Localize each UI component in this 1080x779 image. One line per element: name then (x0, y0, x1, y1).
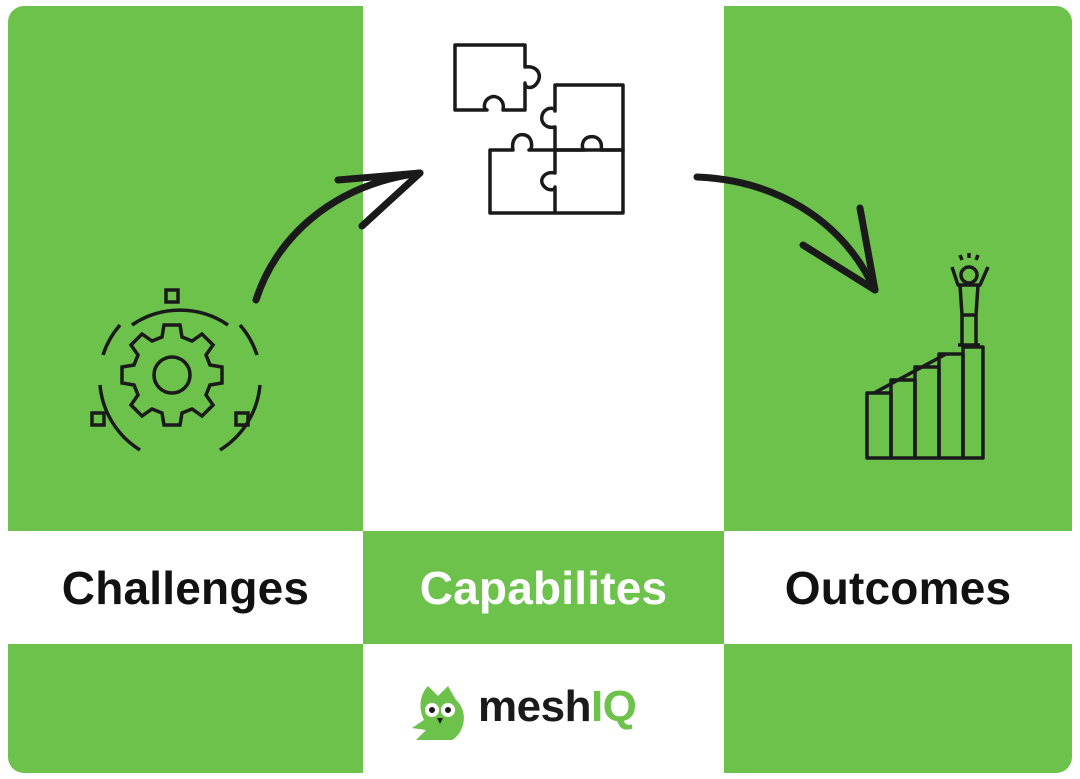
capabilities-label-cell (363, 531, 724, 644)
brand-name-suffix: IQ (590, 682, 637, 731)
outcomes-panel (724, 6, 1072, 531)
capabilities-label: Capabilites (419, 561, 668, 614)
bottom-right-cell (724, 644, 1072, 773)
gear-cycle-icon (90, 288, 262, 452)
growth-chart-person-icon (865, 253, 990, 460)
challenges-panel (8, 6, 363, 531)
brand-name-prefix: mesh (478, 682, 591, 731)
outcomes-label: Outcomes (784, 561, 1012, 614)
puzzle-pieces-icon (453, 43, 625, 215)
bottom-left-cell (8, 644, 363, 773)
brand-wordmark: meshIQ (478, 682, 637, 732)
diagram-frame (8, 6, 1072, 773)
challenges-label: Challenges (61, 561, 310, 614)
outcomes-label-cell (724, 531, 1072, 644)
capabilities-panel (363, 6, 724, 531)
owl-logo-icon (412, 686, 464, 740)
challenges-label-cell (8, 531, 363, 644)
